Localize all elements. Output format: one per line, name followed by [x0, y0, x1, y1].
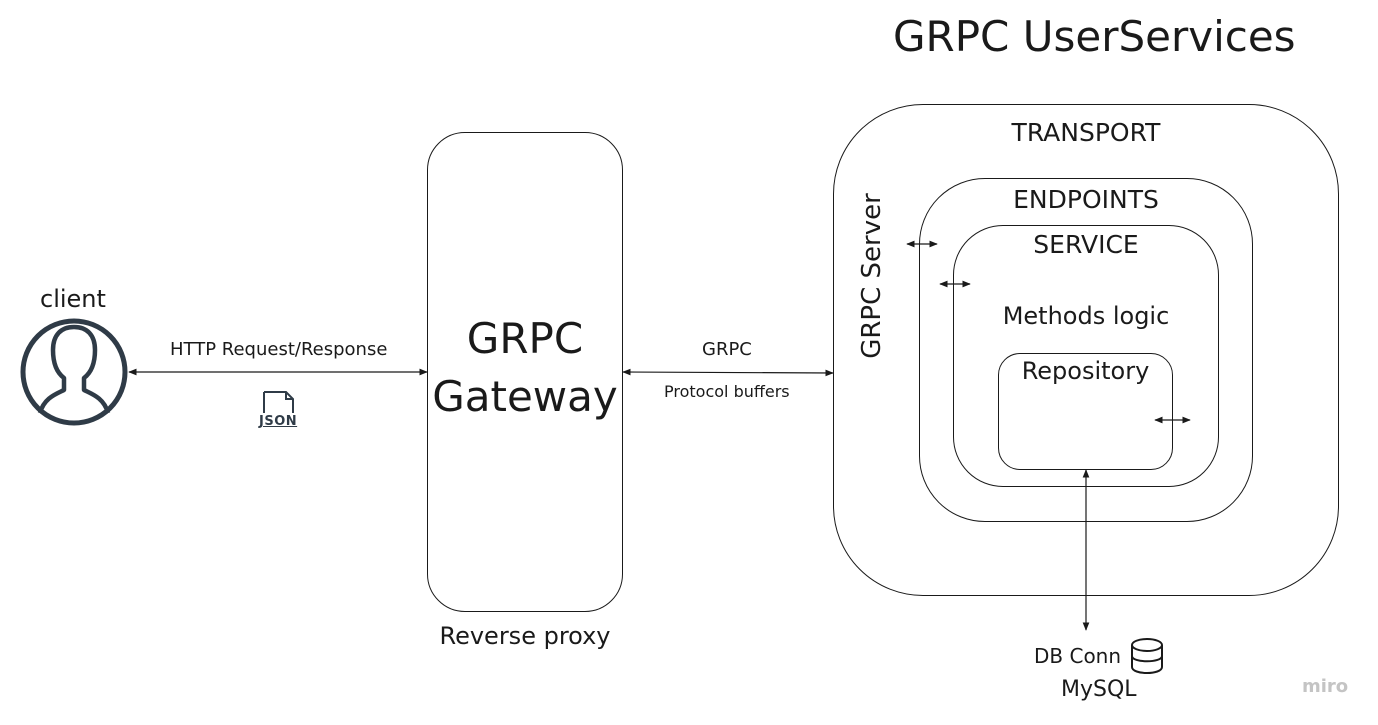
service-layer-box: [953, 225, 1219, 487]
gateway-title-line2: Gateway: [432, 372, 618, 421]
repository-label: Repository: [1021, 357, 1150, 385]
methods-logic-label: Methods logic: [1002, 302, 1170, 330]
transport-layer-box: [833, 104, 1339, 596]
db-connection-label: DB Conn: [1034, 644, 1122, 668]
service-layer-label: SERVICE: [1033, 230, 1139, 259]
gateway-caption: Reverse proxy: [439, 622, 611, 650]
endpoints-layer-box: [919, 178, 1253, 522]
grpc-gateway-box: [427, 132, 623, 612]
json-file-icon: [263, 391, 294, 413]
repository-box: [998, 353, 1173, 470]
user-avatar-icon: [20, 318, 128, 426]
endpoints-layer-label: ENDPOINTS: [1013, 185, 1159, 214]
db-engine-label: MySQL: [1061, 677, 1137, 702]
http-link-label: HTTP Request/Response: [170, 339, 388, 360]
grpc-link-label: GRPC: [702, 339, 752, 360]
database-icon: [1131, 638, 1163, 674]
diagram-title: GRPC UserServices: [893, 12, 1296, 61]
grpc-link-sublabel: Protocol buffers: [664, 382, 790, 401]
client-label: client: [40, 285, 106, 313]
json-file-label: JSON: [259, 414, 298, 429]
grpc-link-arrow: [622, 368, 834, 377]
grpc-server-label: GRPC Server: [857, 193, 887, 359]
miro-watermark: miro: [1302, 676, 1349, 697]
transport-layer-label: TRANSPORT: [1011, 118, 1161, 147]
gateway-title-line1: GRPC: [466, 314, 584, 363]
